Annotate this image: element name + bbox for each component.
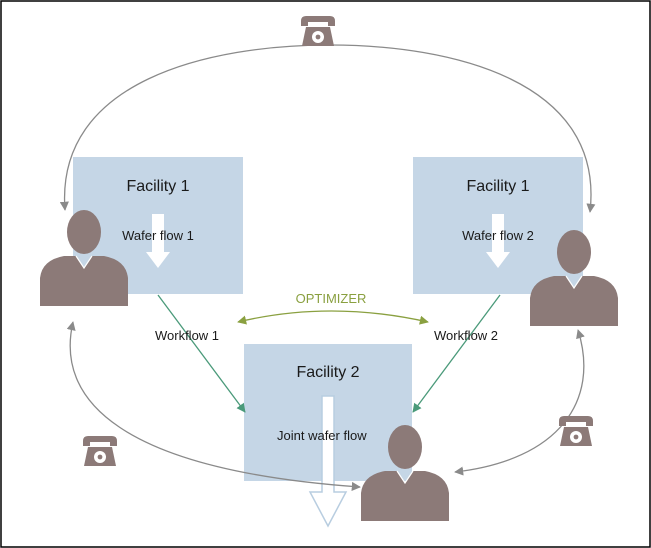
telephone-icon (83, 436, 117, 466)
joint-wafer-flow-label: Joint wafer flow (277, 428, 367, 443)
facility-1-left-title: Facility 1 (126, 178, 189, 195)
workflow-1-arrow (157, 294, 246, 413)
optimizer-arrow (237, 310, 429, 325)
facility-2-title: Facility 2 (296, 364, 359, 381)
optimizer-label: OPTIMIZER (296, 291, 367, 306)
workflow-2-arrow (412, 294, 501, 413)
workflow-2-label: Workflow 2 (434, 328, 498, 343)
facility-1-right-title: Facility 1 (466, 178, 529, 195)
telephone-icon (301, 16, 335, 46)
wafer-flow-2-label: Wafer flow 2 (462, 228, 534, 243)
telephone-icon (559, 416, 593, 446)
bottom-left-communication-arc (66, 321, 361, 491)
wafer-flow-1-label: Wafer flow 1 (122, 228, 194, 243)
workflow-1-label: Workflow 1 (155, 328, 219, 343)
